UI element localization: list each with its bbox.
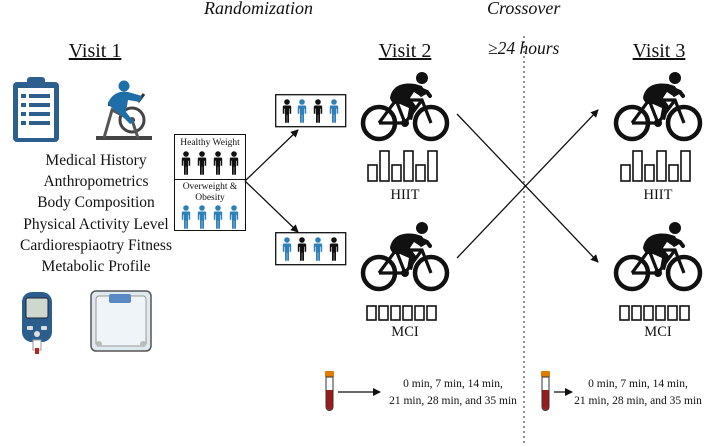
clipboard-icon xyxy=(13,77,59,142)
hiit-intensity-bars xyxy=(620,150,691,182)
visit3-mci-label: MCI xyxy=(644,324,672,340)
assessment-item: Cardiorespiaotry Fitness xyxy=(20,236,172,254)
assessment-item: Body Composition xyxy=(37,194,155,212)
assessment-item: Metabolic Profile xyxy=(41,258,151,276)
crossover-header: Crossover xyxy=(487,0,561,18)
cyclist-icon xyxy=(360,72,450,144)
visit3-title: Visit 3 xyxy=(632,40,686,62)
randomization-header: Randomization xyxy=(204,0,314,18)
visit1-assessment-list: Medical History Anthropometrics Body Com… xyxy=(0,150,196,277)
cyclist-icon xyxy=(360,222,450,294)
mci-intensity-bars xyxy=(619,305,690,321)
visit2-mci-label: MCI xyxy=(391,324,419,340)
cyclist-icon xyxy=(613,222,703,294)
healthy-weight-label: Healthy Weight xyxy=(180,138,240,148)
visit1-title: Visit 1 xyxy=(68,40,122,62)
visit2-hiit-label: HIIT xyxy=(390,187,420,203)
blood-tube-icon xyxy=(541,371,573,411)
overweight-obesity-label: Overweight & Obesity xyxy=(182,182,238,203)
group-box: Healthy Weight Overweight & Obesity xyxy=(174,134,246,231)
visit3-hiit-label: HIIT xyxy=(643,187,673,203)
assessment-item: Medical History xyxy=(45,152,147,169)
assessment-item: Anthropometrics xyxy=(43,173,149,191)
visit3-sampling-times: 0 min, 7 min, 14 min, 21 min, 28 min, an… xyxy=(574,378,702,407)
glucometer-icon xyxy=(22,292,52,354)
hiit-intensity-bars xyxy=(367,150,438,182)
exercise-bike-icon xyxy=(96,80,152,140)
mci-intensity-bars xyxy=(366,305,437,321)
randomized-group-b xyxy=(275,232,347,266)
randomized-group-a xyxy=(275,94,347,128)
blood-tube-icon xyxy=(325,371,381,411)
assessment-item: Physical Activity Level xyxy=(23,215,169,233)
cyclist-icon xyxy=(613,72,703,144)
bathroom-scale-icon xyxy=(90,290,152,352)
visit2-title: Visit 2 xyxy=(378,40,432,62)
visit2-sampling-times: 0 min, 7 min, 14 min, 21 min, 28 min, an… xyxy=(389,378,517,407)
